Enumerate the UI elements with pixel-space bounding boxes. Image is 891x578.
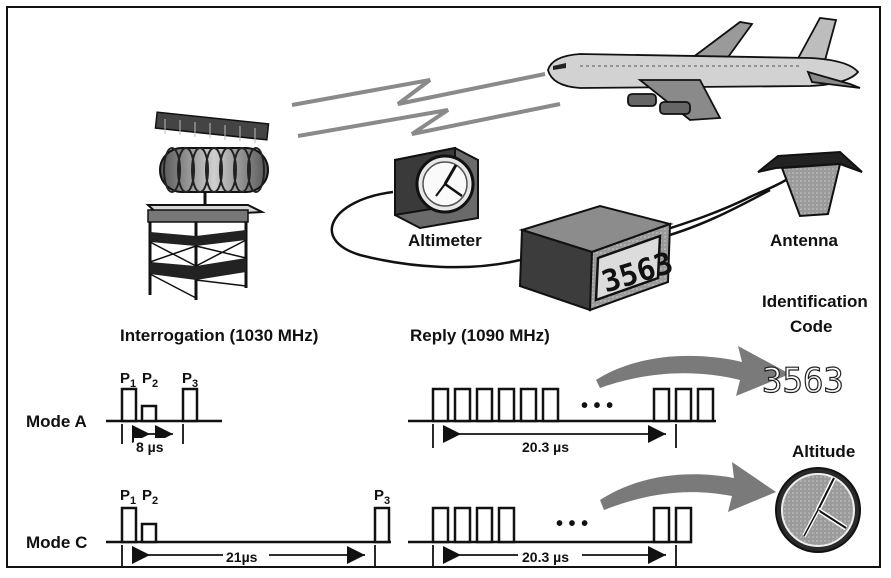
mode-c-p1-label: P1 [120, 487, 136, 507]
mode-c-p2-label: P2 [142, 487, 158, 507]
identification-arrow-icon [596, 346, 790, 396]
mode-a-p1-label: P1 [120, 370, 136, 390]
mode-c-reply-pulses [408, 506, 693, 544]
altitude-label: Altitude [792, 442, 855, 461]
mode-c-p3-label: P3 [374, 487, 390, 507]
mode-a-reply-interval-arrow [432, 424, 677, 448]
reply-heading: Reply (1090 MHz) [410, 326, 550, 345]
mode-a-reply-interval-label: 20.3 µs [522, 439, 569, 455]
antenna-label: Antenna [770, 231, 839, 250]
altitude-gauge-icon [775, 467, 861, 553]
antenna-icon [757, 150, 863, 218]
mode-c-reply-interval-label: 20.3 µs [522, 549, 569, 565]
altimeter-icon [394, 146, 479, 230]
mode-a-interval-arrow [121, 424, 184, 444]
identification-code-display: 3563 [762, 361, 844, 401]
airplane-icon [547, 17, 861, 121]
mode-a-interrogation-pulses [106, 387, 222, 423]
altimeter-label: Altimeter [408, 231, 482, 250]
mode-c-interrogation-pulses [106, 506, 391, 544]
mode-a-p2-label: P2 [142, 370, 158, 390]
mode-a-interval-label: 8 µs [136, 439, 164, 455]
mode-a-reply-pulses [408, 387, 716, 423]
mode-c-label: Mode C [26, 533, 87, 552]
mode-a-p3-label: P3 [182, 370, 198, 390]
altitude-arrow-icon [600, 462, 776, 512]
interrogation-heading: Interrogation (1030 MHz) [120, 326, 318, 345]
mode-c-ellipsis: • • • [556, 513, 588, 535]
interrogation-signal-icon [291, 72, 561, 138]
transponder-icon [518, 204, 674, 312]
mode-a-ellipsis: • • • [581, 395, 613, 417]
identification-label-line1: Identification [762, 292, 868, 311]
identification-label-line2: Code [790, 317, 833, 336]
ground-radar-icon [145, 111, 270, 300]
mode-a-label: Mode A [26, 412, 87, 431]
mode-c-interval-label: 21µs [226, 549, 258, 565]
